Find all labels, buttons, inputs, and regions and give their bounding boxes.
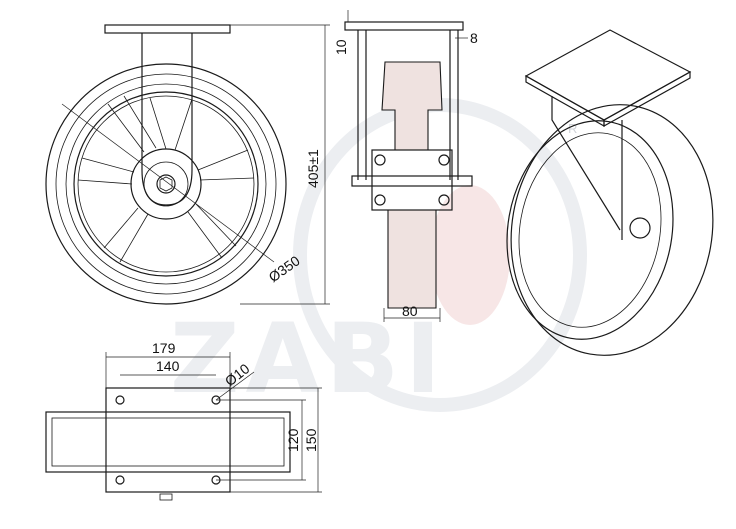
plan-top-plate bbox=[105, 387, 231, 493]
dim-hole-spacing-x: 140 bbox=[156, 358, 180, 374]
watermark-registered: R bbox=[568, 121, 577, 136]
fork-front bbox=[141, 33, 193, 206]
plan-wheel-body bbox=[45, 411, 291, 473]
wheel-outer bbox=[45, 63, 287, 305]
front-view: Ø350 405±1 bbox=[45, 24, 330, 305]
dim-plate-width: 150 bbox=[303, 428, 319, 452]
side-section-view: 10 8 80 bbox=[333, 10, 478, 322]
axle-section bbox=[351, 175, 473, 187]
wheel-spokes bbox=[77, 95, 255, 263]
mounting-hole bbox=[115, 395, 125, 405]
wheel-rim bbox=[73, 91, 259, 277]
dim-hole-spacing-y: 120 bbox=[285, 428, 301, 452]
dim-wheel-width: 80 bbox=[402, 303, 418, 319]
axle-nut-front bbox=[156, 174, 176, 194]
dim-total-height: 405±1 bbox=[305, 149, 321, 188]
iso-wheel-outer bbox=[510, 104, 714, 356]
top-plate-side bbox=[344, 21, 464, 31]
top-plate-front bbox=[104, 24, 231, 34]
isometric-view bbox=[506, 29, 714, 356]
dim-plate-thickness: 10 bbox=[333, 39, 349, 55]
watermark-red-swoosh bbox=[430, 185, 510, 325]
watermark-brand: ZABI bbox=[170, 303, 447, 415]
plan-view: 179 140 Ø10 120 150 bbox=[45, 340, 322, 501]
iso-top-plate bbox=[524, 29, 692, 121]
dim-side-width: 8 bbox=[470, 30, 478, 46]
hub-section bbox=[371, 149, 453, 211]
mounting-hole bbox=[115, 475, 125, 485]
dim-plate-length: 179 bbox=[152, 340, 176, 356]
wheel-tread-section bbox=[381, 61, 443, 151]
